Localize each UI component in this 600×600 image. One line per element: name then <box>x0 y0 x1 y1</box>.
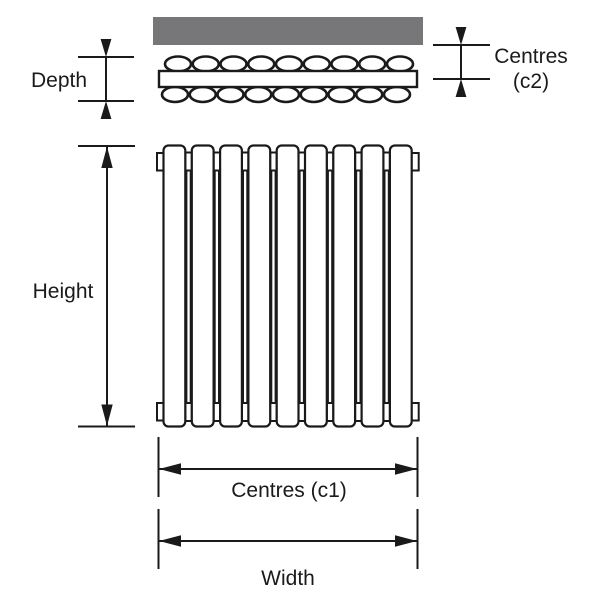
radiator-panel <box>360 144 385 428</box>
depth-arrow-up-icon <box>100 101 112 119</box>
radiator-panel <box>219 144 244 428</box>
width-arrow-left-icon <box>159 535 181 547</box>
oval-tube-top <box>357 55 387 73</box>
radiator-panel <box>190 144 215 428</box>
height-dimension: Height <box>33 145 135 428</box>
radiator-front-view <box>156 144 420 428</box>
radiator-panel <box>303 144 328 428</box>
radiator-panel <box>388 144 413 428</box>
oval-tube-row-top <box>163 55 415 73</box>
panel-gap-strip <box>214 167 220 407</box>
c1-arrow-left-icon <box>159 463 181 475</box>
top-view-manifold <box>157 69 419 89</box>
centres-c2-label-line1: Centres <box>494 45 568 68</box>
oval-tube-top <box>191 55 221 73</box>
height-arrow-down-icon <box>101 404 113 426</box>
c2-arrow-up-icon <box>455 79 467 97</box>
oval-tube-bottom <box>382 85 412 104</box>
panel-gap-strip <box>242 167 248 407</box>
oval-tube-bottom <box>216 85 245 104</box>
centres-c2-dimension: Centres (c2) <box>433 27 568 97</box>
oval-tube-top <box>163 55 193 73</box>
panel-gap-group <box>184 151 391 422</box>
radiator-top-view <box>157 55 419 104</box>
panel-gap-strip <box>270 167 277 407</box>
depth-dimension: Depth <box>31 39 134 119</box>
oval-tube-top <box>330 55 359 73</box>
width-label: Width <box>261 567 315 590</box>
radiator-panel <box>275 144 300 428</box>
oval-tube-top <box>246 55 276 73</box>
depth-arrow-down-icon <box>100 39 112 57</box>
panel-gap-strip <box>185 167 192 407</box>
wall-bar <box>153 17 423 45</box>
panel-gap-strip <box>383 167 390 407</box>
oval-tube-bottom <box>188 85 218 104</box>
radiator-panel <box>247 144 272 428</box>
oval-tube-bottom <box>243 85 273 104</box>
panel-gap-strip <box>327 167 333 407</box>
oval-tube-row-bottom <box>160 85 412 104</box>
oval-tube-bottom <box>327 85 356 104</box>
panel-gap-strip <box>298 167 305 407</box>
oval-tube-bottom <box>299 85 329 104</box>
radiator-panel <box>162 144 187 428</box>
panel-gap-strip <box>355 167 362 407</box>
height-label: Height <box>33 280 94 303</box>
centres-c1-label: Centres (c1) <box>231 479 347 502</box>
oval-tube-top <box>302 55 332 73</box>
width-arrow-right-icon <box>395 535 417 547</box>
centres-c1-dimension: Centres (c1) <box>157 437 419 502</box>
oval-tube-bottom <box>354 85 384 104</box>
oval-tube-bottom <box>271 85 301 104</box>
oval-tube-top <box>274 55 304 73</box>
width-dimension: Width <box>157 509 419 590</box>
centres-c2-label-line2: (c2) <box>513 70 549 93</box>
height-arrow-up-icon <box>101 146 113 168</box>
c2-arrow-down-icon <box>455 27 467 45</box>
radiator-panel <box>332 144 357 428</box>
c1-arrow-right-icon <box>395 463 417 475</box>
oval-tube-bottom <box>160 85 190 104</box>
oval-tube-top <box>385 55 415 73</box>
oval-tube-top <box>219 55 248 73</box>
depth-label: Depth <box>31 69 87 92</box>
panel-group <box>162 144 413 428</box>
